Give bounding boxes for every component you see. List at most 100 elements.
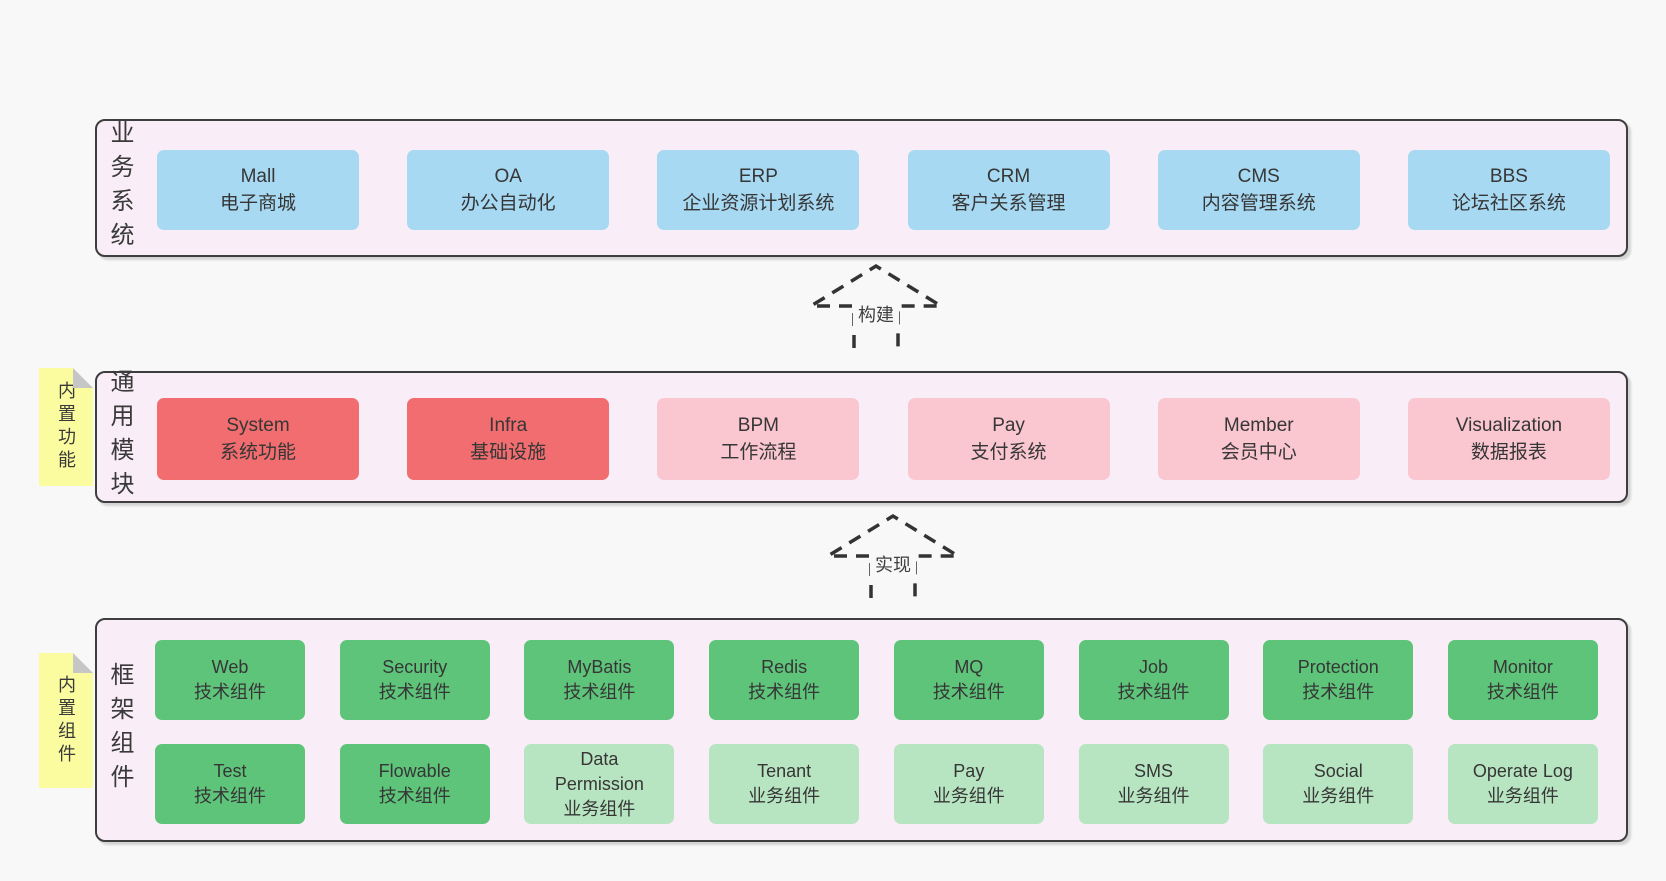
module-box-title: MQ	[954, 657, 984, 677]
module-box-subtitle: 办公自动化	[460, 193, 556, 214]
module-box-subtitle: 论坛社区系统	[1451, 193, 1566, 214]
module-box-title: ERP	[738, 166, 778, 187]
module-box-monitor: Monitor 技术组件	[1447, 640, 1598, 720]
sticky-note-built-in-components: 内置组件	[39, 653, 93, 788]
module-box-erp: ERP 企业资源计划系统	[657, 150, 860, 230]
module-box-subtitle: 技术组件	[1117, 682, 1190, 702]
sticky-note-built-in-components-label: 内置组件	[56, 674, 76, 767]
module-box-subtitle: 业务组件	[1117, 786, 1190, 806]
module-box-subtitle: 支付系统	[970, 442, 1047, 463]
module-box-subtitle: 客户关系管理	[951, 193, 1066, 214]
module-box-subtitle: 技术组件	[932, 682, 1005, 702]
folded-corner-icon	[73, 368, 93, 388]
band-common-modules-rows: System 系统功能 Infra 基础设施 BPM 工作流程 Pay 支付系统…	[157, 373, 1610, 501]
folded-corner-icon	[73, 653, 93, 673]
module-box-protection: Protection 技术组件	[1263, 640, 1414, 720]
module-box-subtitle: 业务组件	[1302, 786, 1375, 806]
module-box-pay: Pay 支付系统	[907, 398, 1110, 480]
module-box-title: Protection	[1297, 657, 1379, 677]
dashed-up-arrow-icon	[804, 263, 948, 348]
arrow-implement: 实现	[820, 512, 966, 598]
module-box-subtitle: 会员中心	[1220, 442, 1297, 463]
module-box-title: BPM	[737, 415, 779, 436]
module-box-title: Tenant	[757, 761, 812, 781]
module-box-member: Member 会员中心	[1157, 398, 1360, 480]
module-box-infra: Infra 基础设施	[407, 398, 610, 480]
module-box-crm: CRM 客户关系管理	[907, 150, 1110, 230]
module-box-title: Operate Log	[1472, 761, 1573, 781]
module-box-title: Flowable	[378, 761, 451, 781]
module-box-title: Job	[1139, 657, 1169, 677]
module-box-subtitle: 业务组件	[932, 786, 1005, 806]
module-box-mybatis: MyBatis 技术组件	[524, 640, 675, 720]
arrow-build: 构建	[803, 262, 949, 348]
band-business-systems-label: 业务系统	[106, 120, 133, 256]
module-box-bpm: BPM 工作流程	[657, 398, 860, 480]
module-box-subtitle: 技术组件	[378, 786, 451, 806]
module-box-subtitle: 技术组件	[748, 682, 821, 702]
module-box-title: Infra	[489, 415, 528, 436]
module-box-title: Data Permission	[554, 748, 644, 794]
module-box-subtitle: 技术组件	[1302, 682, 1375, 702]
band-business-systems-rows: Mall 电子商城 OA 办公自动化 ERP 企业资源计划系统 CRM 客户关系…	[157, 121, 1610, 255]
business-systems-row: Mall 电子商城 OA 办公自动化 ERP 企业资源计划系统 CRM 客户关系…	[157, 150, 1610, 230]
module-box-mall: Mall 电子商城	[157, 150, 359, 230]
module-box-flowable: Flowable 技术组件	[339, 744, 490, 824]
band-framework-components: 框架组件 Web 技术组件 Security 技术组件 MyBatis 技术组件…	[95, 618, 1628, 842]
module-box-title: Pay	[953, 761, 985, 781]
module-box-tenant: Tenant 业务组件	[709, 744, 860, 824]
sticky-note-built-in-features-label: 内置功能	[56, 381, 76, 473]
module-box-security: Security 技术组件	[339, 640, 490, 720]
module-box-subtitle: 数据报表	[1470, 442, 1547, 463]
module-box-subtitle: 技术组件	[1486, 682, 1559, 702]
arrow-build-label: 构建	[853, 300, 899, 328]
dashed-up-arrow-icon	[821, 513, 965, 598]
module-box-title: SMS	[1134, 761, 1174, 781]
module-box-title: OA	[494, 166, 522, 187]
module-box-title: System	[226, 415, 290, 436]
module-box-subtitle: 内容管理系统	[1201, 193, 1316, 214]
band-framework-components-label: 框架组件	[106, 662, 133, 798]
band-common-modules: 通用模块 System 系统功能 Infra 基础设施 BPM 工作流程 Pay…	[95, 369, 1628, 505]
module-box-title: BBS	[1489, 166, 1528, 187]
module-box-subtitle: 企业资源计划系统	[682, 193, 835, 214]
module-box-subtitle: 业务组件	[563, 798, 636, 819]
module-box-operate-log: Operate Log 业务组件	[1447, 744, 1598, 824]
band-framework-components-rows: Web 技术组件 Security 技术组件 MyBatis 技术组件 Redi…	[155, 620, 1598, 840]
arrow-implement-label: 实现	[870, 550, 916, 578]
module-box-subtitle: 业务组件	[1486, 786, 1559, 806]
module-box-subtitle: 技术组件	[194, 682, 266, 702]
module-box-title: Mall	[240, 166, 276, 187]
module-box-data-permission: Data Permission 业务组件	[524, 744, 675, 824]
module-box-title: Web	[211, 657, 249, 677]
module-box-subtitle: 技术组件	[378, 682, 451, 702]
module-box-title: CRM	[986, 166, 1031, 187]
band-common-modules-label: 通用模块	[106, 369, 133, 505]
module-box-title: Member	[1223, 415, 1294, 436]
module-box-title: CMS	[1237, 166, 1280, 187]
sticky-note-built-in-features: 内置功能	[39, 368, 93, 486]
module-box-title: Pay	[992, 415, 1025, 436]
module-box-title: Social	[1313, 761, 1363, 781]
module-box-subtitle: 电子商城	[219, 193, 296, 214]
module-box-pay-component: Pay 业务组件	[893, 744, 1044, 824]
module-box-oa: OA 办公自动化	[407, 150, 610, 230]
module-box-web: Web 技术组件	[155, 640, 305, 720]
framework-components-row-1: Web 技术组件 Security 技术组件 MyBatis 技术组件 Redi…	[155, 640, 1598, 720]
module-box-subtitle: 工作流程	[720, 442, 797, 463]
module-box-bbs: BBS 论坛社区系统	[1407, 150, 1610, 230]
module-box-job: Job 技术组件	[1078, 640, 1229, 720]
module-box-title: Visualization	[1455, 415, 1563, 436]
module-box-sms: SMS 业务组件	[1078, 744, 1229, 824]
framework-components-row-2: Test 技术组件 Flowable 技术组件 Data Permission …	[155, 744, 1598, 824]
module-box-subtitle: 系统功能	[219, 442, 296, 463]
common-modules-row: System 系统功能 Infra 基础设施 BPM 工作流程 Pay 支付系统…	[157, 398, 1610, 480]
module-box-redis: Redis 技术组件	[709, 640, 860, 720]
module-box-system: System 系统功能	[157, 398, 359, 480]
band-business-systems: 业务系统 Mall 电子商城 OA 办公自动化 ERP 企业资源计划系统 CRM…	[95, 119, 1628, 257]
module-box-title: Redis	[761, 657, 808, 677]
module-box-title: Monitor	[1492, 657, 1553, 677]
module-box-subtitle: 基础设施	[470, 442, 547, 463]
module-box-subtitle: 技术组件	[563, 682, 636, 702]
